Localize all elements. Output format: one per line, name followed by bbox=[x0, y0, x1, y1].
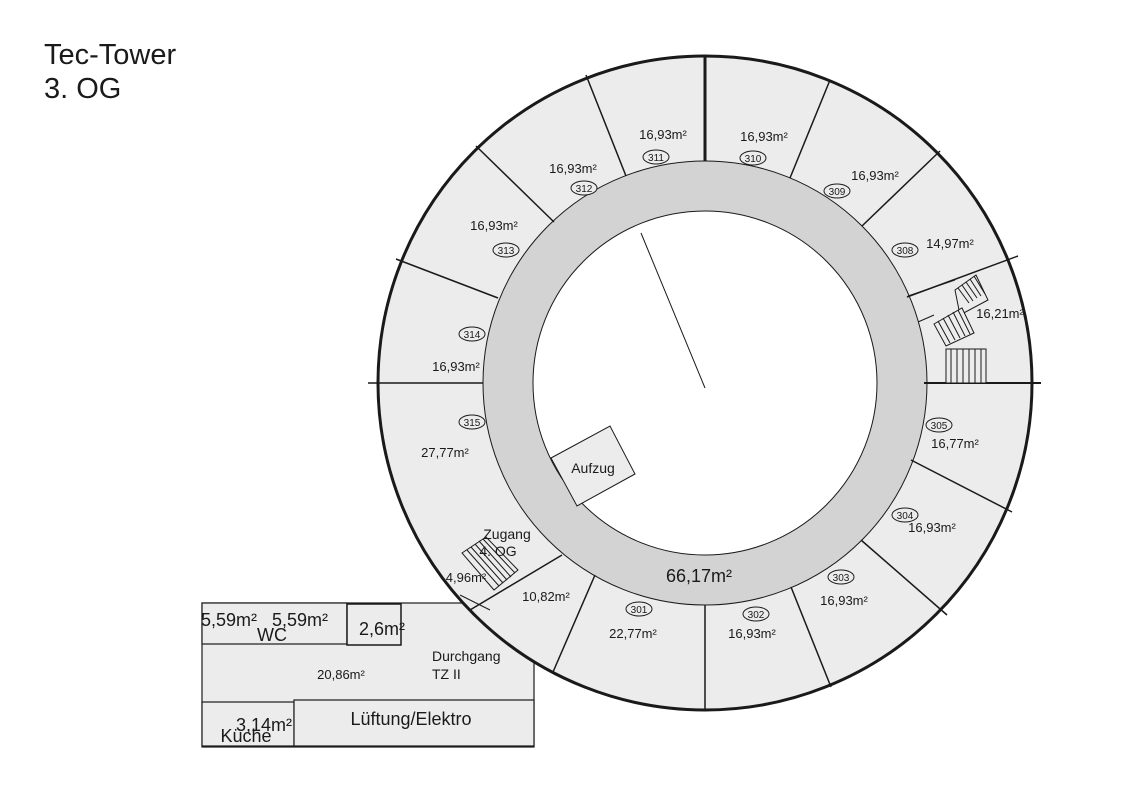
room-310-number: 310 bbox=[745, 154, 762, 165]
room-314-area: 16,93m² bbox=[432, 359, 480, 374]
wc-area-2: 5,59m² bbox=[272, 610, 328, 630]
room-309-badge[interactable] bbox=[823, 183, 851, 199]
room-305-area: 16,77m² bbox=[931, 436, 979, 451]
tech-label: Lüftung/Elektro bbox=[350, 709, 471, 729]
small-room-area: 2,6m² bbox=[359, 619, 405, 639]
room-304-badge[interactable] bbox=[891, 507, 919, 523]
room-315-badge[interactable] bbox=[458, 414, 486, 430]
room-313-area: 16,93m² bbox=[470, 218, 518, 233]
room-312-area: 16,93m² bbox=[549, 161, 597, 176]
small-room[interactable] bbox=[346, 603, 402, 646]
kitchen-room[interactable] bbox=[201, 701, 295, 747]
plan-title: Tec-Tower 3. OG bbox=[44, 38, 176, 106]
tech-room[interactable] bbox=[293, 699, 535, 747]
passage-line2: TZ II bbox=[432, 666, 461, 682]
annex-building: 5,59m² 5,59m² WC 2,6m² 20,86m² Durchgang… bbox=[201, 602, 535, 748]
room-labels: 310 16,93m² 311 16,93m² 309 16,93m² 312 … bbox=[421, 127, 1024, 641]
room-314-number: 314 bbox=[464, 330, 481, 341]
elevator[interactable] bbox=[550, 425, 636, 507]
room-302-badge[interactable] bbox=[742, 606, 770, 622]
room-308-number: 308 bbox=[897, 246, 914, 257]
room-308-area: 14,97m² bbox=[926, 236, 974, 251]
access-line2: 4. OG bbox=[479, 543, 516, 559]
room-305-badge[interactable] bbox=[925, 417, 953, 433]
room-312-number: 312 bbox=[576, 184, 593, 195]
room-303-area: 16,93m² bbox=[820, 593, 868, 608]
room-311-number: 311 bbox=[648, 153, 664, 164]
access-area: 4,96m² bbox=[446, 570, 487, 585]
room-313-number: 313 bbox=[498, 246, 515, 257]
floor-name: 3. OG bbox=[44, 73, 122, 105]
room-315-number: 315 bbox=[464, 418, 481, 429]
stair-area: 16,21m² bbox=[976, 306, 1024, 321]
elevator-label: Aufzug bbox=[571, 460, 615, 476]
kitchen-area: 3,14m² bbox=[236, 715, 292, 735]
room-304-area: 16,93m² bbox=[908, 520, 956, 535]
tower: Aufzug 66,17m² bbox=[368, 54, 1041, 712]
room-310-badge[interactable] bbox=[739, 150, 767, 166]
room-309-area: 16,93m² bbox=[851, 168, 899, 183]
kitchen-label: Küche bbox=[220, 726, 271, 746]
room-303-number: 303 bbox=[833, 573, 850, 584]
passage-line1: Durchgang bbox=[432, 648, 501, 664]
building-name: Tec-Tower bbox=[44, 39, 177, 71]
atrium bbox=[532, 210, 878, 556]
stairs-access bbox=[461, 536, 519, 591]
room-311-badge[interactable] bbox=[642, 149, 670, 165]
room-301-number: 301 bbox=[631, 605, 648, 616]
wc-area-1: 5,59m² bbox=[201, 610, 257, 630]
room-304-number: 304 bbox=[897, 511, 914, 522]
room-315-area: 27,77m² bbox=[421, 445, 469, 460]
room-301-area: 22,77m² bbox=[609, 626, 657, 641]
room-301-badge[interactable] bbox=[625, 601, 653, 617]
access-line1: Zugang bbox=[483, 526, 530, 542]
stairs-east bbox=[907, 274, 989, 384]
room-314-badge[interactable] bbox=[458, 326, 486, 342]
unnumbered-room-area: 10,82m² bbox=[522, 589, 570, 604]
room-313-badge[interactable] bbox=[492, 242, 520, 258]
corridor-area: 66,17m² bbox=[666, 566, 732, 586]
room-302-number: 302 bbox=[748, 610, 765, 621]
room-305-number: 305 bbox=[931, 421, 948, 432]
room-303-badge[interactable] bbox=[827, 569, 855, 585]
room-309-number: 309 bbox=[829, 187, 846, 198]
room-308-badge[interactable] bbox=[891, 242, 919, 258]
hall-area: 20,86m² bbox=[317, 667, 365, 682]
room-302-area: 16,93m² bbox=[728, 626, 776, 641]
room-310-area: 16,93m² bbox=[740, 129, 788, 144]
room-312-badge[interactable] bbox=[570, 180, 598, 196]
wc-label: WC bbox=[257, 625, 287, 645]
room-311-area: 16,93m² bbox=[639, 127, 687, 142]
